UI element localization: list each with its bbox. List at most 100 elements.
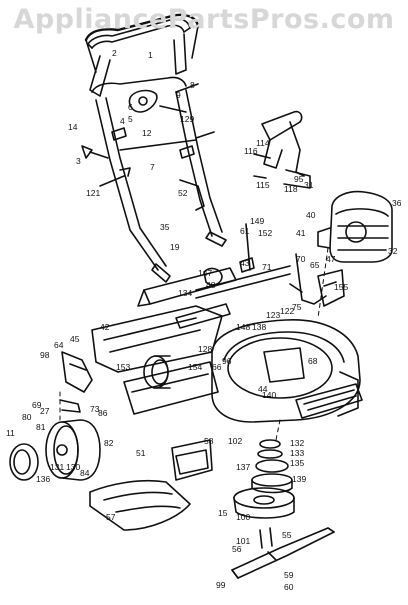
part-label: 86 [98, 408, 108, 418]
lower-handle [95, 89, 227, 283]
part-label: 5 [128, 114, 133, 124]
part-label: 61 [240, 226, 250, 236]
mower-deck [211, 319, 363, 423]
part-label: 4 [120, 116, 125, 126]
part-label: 121 [86, 188, 100, 198]
part-label: 129 [180, 114, 194, 124]
part-label: 96 [222, 356, 232, 366]
part-label: 42 [100, 322, 110, 332]
part-label: 138 [252, 322, 266, 332]
part-label: 75 [292, 302, 302, 312]
assembly-guide-lines [59, 247, 329, 441]
part-label: 15 [218, 508, 228, 518]
part-label: 3 [76, 156, 81, 166]
part-label: 73 [90, 404, 100, 414]
handle-brackets [111, 89, 205, 211]
part-label: 57 [106, 512, 116, 522]
part-label: 82 [104, 438, 114, 448]
part-label: 32 [388, 246, 398, 256]
part-label: 136 [36, 474, 50, 484]
part-label: 27 [40, 406, 50, 416]
part-label: 45 [70, 334, 80, 344]
part-label: 65 [310, 260, 320, 270]
rear-baffle-and-chute [91, 305, 223, 415]
part-label: 68 [308, 356, 318, 366]
blade-adapter [233, 487, 295, 519]
part-label: 12 [142, 128, 152, 138]
upper-handle [87, 18, 191, 97]
part-label: 101 [236, 536, 250, 546]
part-label: 135 [290, 458, 304, 468]
part-label: 55 [282, 530, 292, 540]
part-label: 36 [392, 198, 402, 208]
part-label: 40 [306, 210, 316, 220]
rear-wheel [45, 419, 101, 481]
part-label: 130 [66, 462, 80, 472]
part-label: 154 [188, 362, 202, 372]
part-label: 140 [262, 390, 276, 400]
hub-cap [9, 443, 39, 481]
part-label: 115 [256, 180, 270, 190]
catcher-frame [171, 439, 213, 481]
part-label: 56 [232, 544, 242, 554]
part-label: 139 [292, 474, 306, 484]
part-number-labels: 1 2 3 4 5 6 7 8 9 11 12 14 15 19 27 31 3… [6, 48, 402, 592]
front-wheel [143, 355, 171, 389]
part-label: 14 [68, 122, 78, 132]
part-label: 52 [178, 188, 188, 198]
part-label: 11 [6, 428, 15, 438]
rear-axle-housing [137, 267, 237, 329]
part-label: 59 [284, 570, 294, 580]
part-label: 153 [116, 362, 130, 372]
blade [231, 527, 335, 579]
blade-drive-stack [251, 439, 293, 494]
part-label: 7 [150, 162, 155, 172]
wheel-adjuster-lever [59, 351, 93, 413]
part-label: 98 [40, 350, 50, 360]
part-label: 58 [204, 436, 214, 446]
part-label: 31 [304, 180, 314, 190]
part-label: 99 [216, 580, 226, 590]
part-label: 80 [22, 412, 32, 422]
part-label: 132 [290, 438, 304, 448]
part-label: 43 [240, 258, 250, 268]
part-label: 19 [170, 242, 180, 252]
part-label: 41 [296, 228, 306, 238]
part-label: 81 [36, 422, 46, 432]
part-label: 95 [294, 174, 304, 184]
part-label: 44 [258, 384, 268, 394]
part-label: 137 [236, 462, 250, 472]
part-label: 47 [326, 254, 336, 264]
part-label: 116 [244, 146, 258, 156]
part-label: 133 [290, 448, 304, 458]
watermark: AppliancePartsPros.com [13, 4, 395, 35]
part-label: 64 [54, 340, 64, 350]
grass-catcher-handle [253, 110, 311, 189]
knobs-and-bolts [81, 83, 215, 187]
part-label: 131 [50, 462, 64, 472]
part-label: 9 [176, 90, 181, 100]
part-label: 114 [256, 138, 270, 148]
engine [317, 190, 393, 263]
part-label: 134 [178, 288, 192, 298]
part-label: 66 [212, 362, 222, 372]
part-label: 8 [190, 80, 195, 90]
part-label: 149 [250, 216, 264, 226]
part-label: 123 [266, 310, 280, 320]
part-label: 2 [112, 48, 117, 58]
part-label: 48 [206, 280, 216, 290]
part-label: 35 [160, 222, 170, 232]
part-label: 102 [228, 436, 242, 446]
part-label: 147 [198, 268, 212, 278]
part-label: 128 [198, 344, 212, 354]
part-label: 60 [284, 582, 294, 592]
grass-catcher-bag [89, 479, 191, 531]
part-label: 148 [236, 322, 250, 332]
part-label: 100 [236, 512, 250, 522]
part-label: 84 [80, 468, 90, 478]
part-label: 122 [280, 306, 294, 316]
part-label: 70 [296, 254, 306, 264]
part-label: 71 [262, 262, 272, 272]
